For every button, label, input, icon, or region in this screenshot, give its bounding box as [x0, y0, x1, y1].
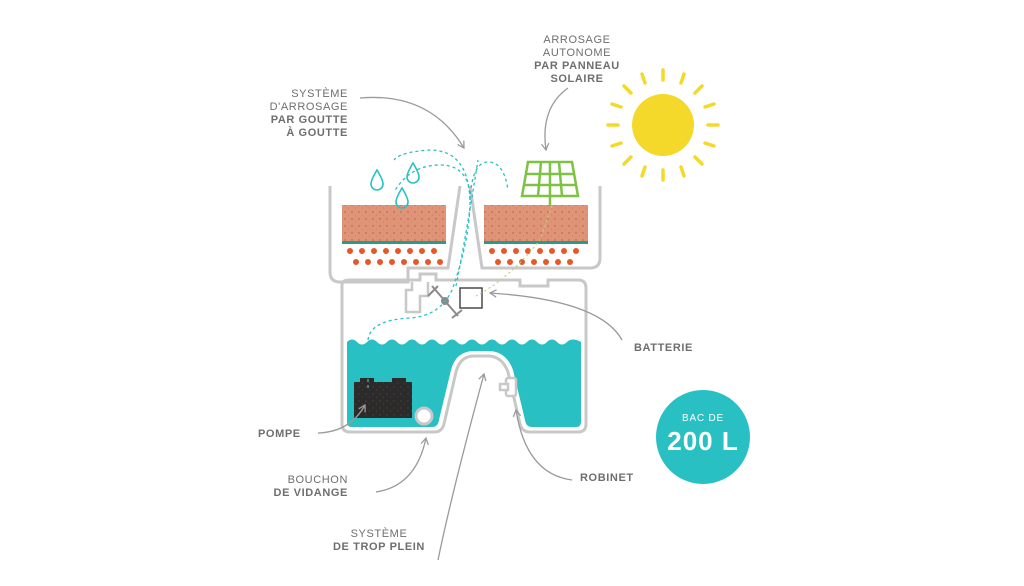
- solar-panel-icon: [520, 160, 580, 206]
- label-overflow-system: SYSTÈME DE TROP PLEIN: [333, 528, 425, 553]
- pointer-arrows: [317, 87, 623, 561]
- label-pump: POMPE: [258, 428, 301, 440]
- drip-tubes: [367, 149, 509, 388]
- label-drip-irrigation: SYSTÈME D'ARROSAGE PAR GOUTTE À GOUTTE: [269, 88, 348, 139]
- badge-capacity: 200 L: [667, 426, 739, 456]
- left-planter: [328, 185, 462, 284]
- label-battery: BATTERIE: [634, 342, 693, 354]
- tap-icon: [498, 376, 518, 398]
- water-drop-icon: [370, 161, 420, 209]
- drain-plug-icon: [414, 406, 434, 426]
- sun-icon: [606, 68, 720, 182]
- battery-icon: [459, 287, 483, 309]
- label-drain-plug: BOUCHON DE VIDANGE: [273, 474, 348, 499]
- right-planter: [468, 185, 602, 270]
- label-solar-watering: ARROSAGE AUTONOME PAR PANNEAU SOLAIRE: [534, 34, 620, 85]
- label-tap: ROBINET: [580, 472, 634, 484]
- solar-wire: [475, 205, 553, 297]
- badge-caption: BAC DE: [681, 413, 725, 424]
- pump-icon: [354, 378, 412, 418]
- drain-pipe: [404, 282, 430, 314]
- tank-capacity-badge: BAC DE 200 L: [656, 390, 750, 484]
